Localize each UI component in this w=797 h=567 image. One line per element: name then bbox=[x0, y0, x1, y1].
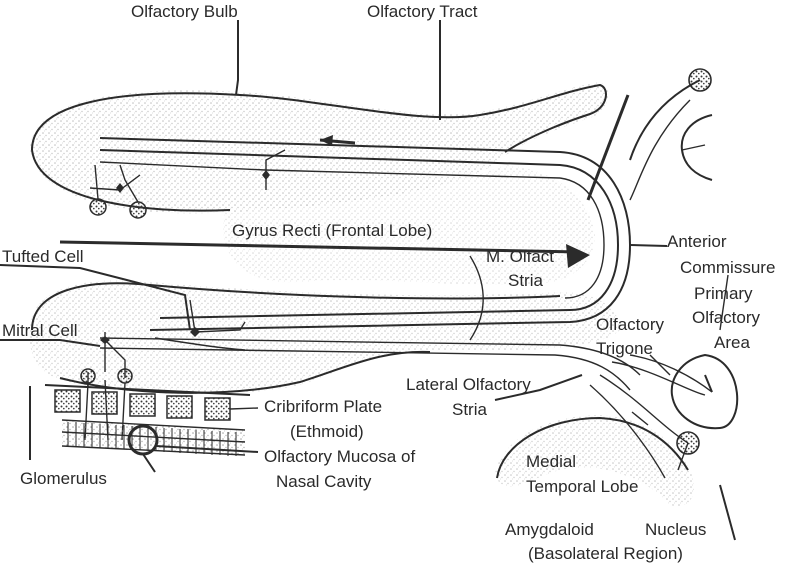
label-tufted-cell: Tufted Cell bbox=[2, 247, 84, 266]
label-olfactory-bulb: Olfactory Bulb bbox=[131, 2, 238, 21]
label-amygdaloid: Amygdaloid bbox=[505, 520, 594, 539]
label-nasal-cavity: Nasal Cavity bbox=[276, 472, 372, 491]
olfactory-mucosa bbox=[61, 419, 259, 473]
label-commissure: Commissure bbox=[680, 258, 775, 277]
label-nucleus: Nucleus bbox=[645, 520, 706, 539]
label-basolateral: (Basolateral Region) bbox=[528, 544, 683, 563]
label-lateral-stria: Stria bbox=[452, 400, 488, 419]
label-glomerulus: Glomerulus bbox=[20, 469, 107, 488]
ethmoid-plate-icon bbox=[204, 397, 231, 421]
ethmoid-plates bbox=[54, 389, 231, 421]
label-olfactory-trigone-1: Olfactory bbox=[596, 315, 665, 334]
cribriform-plate bbox=[44, 368, 259, 441]
label-olfactory-trigone-2: Trigone bbox=[596, 339, 653, 358]
ethmoid-plate-icon bbox=[54, 389, 81, 413]
upper-bulb-outline bbox=[30, 82, 609, 214]
label-leaders bbox=[0, 20, 736, 541]
medial-temporal-region bbox=[495, 415, 694, 506]
glomerulus-icon bbox=[117, 368, 133, 384]
glomerulus-icon bbox=[80, 368, 96, 384]
label-mitral-cell: Mitral Cell bbox=[2, 321, 78, 340]
label-olfactory-tract: Olfactory Tract bbox=[367, 2, 478, 21]
label-ethmoid: (Ethmoid) bbox=[290, 422, 364, 441]
arrow-head-icon bbox=[320, 135, 333, 146]
medial-stria-line bbox=[586, 94, 630, 201]
label-medial: Medial bbox=[526, 452, 576, 471]
m-olfact-arrowhead-icon bbox=[566, 244, 590, 268]
lateral-stria-fibres bbox=[99, 337, 641, 391]
glomerulus-cell-icon bbox=[89, 198, 107, 216]
amygdaloid-nucleus bbox=[589, 374, 700, 479]
labels: Olfactory Bulb Olfactory Tract Gyrus Rec… bbox=[2, 2, 775, 563]
bulb-cells bbox=[89, 149, 286, 219]
label-olfactory-mucosa: Olfactory Mucosa of bbox=[264, 447, 415, 466]
primary-olfactory-area bbox=[611, 353, 739, 430]
ethmoid-plate-icon bbox=[129, 393, 156, 417]
label-olfactory-area: Olfactory bbox=[692, 308, 761, 327]
label-temporal-lobe: Temporal Lobe bbox=[526, 477, 638, 496]
label-lateral-olfactory: Lateral Olfactory bbox=[406, 375, 531, 394]
label-m-olfact-2: Stria bbox=[508, 271, 544, 290]
ethmoid-plate-icon bbox=[166, 395, 193, 419]
receptor-cells bbox=[67, 422, 237, 456]
gyrus-recti-region bbox=[223, 165, 595, 285]
label-gyrus-recti: Gyrus Recti (Frontal Lobe) bbox=[232, 221, 432, 240]
label-anterior: Anterior bbox=[667, 232, 727, 251]
label-m-olfact-1: M. Olfact bbox=[486, 247, 554, 266]
ethmoid-plate-icon bbox=[91, 391, 118, 415]
upper-right-targets bbox=[586, 68, 713, 201]
label-cribriform-plate: Cribriform Plate bbox=[264, 397, 382, 416]
olfactory-tract-bundle bbox=[99, 135, 632, 331]
label-primary: Primary bbox=[694, 284, 753, 303]
label-area: Area bbox=[714, 333, 750, 352]
glomerulus-cell-icon bbox=[129, 201, 147, 219]
